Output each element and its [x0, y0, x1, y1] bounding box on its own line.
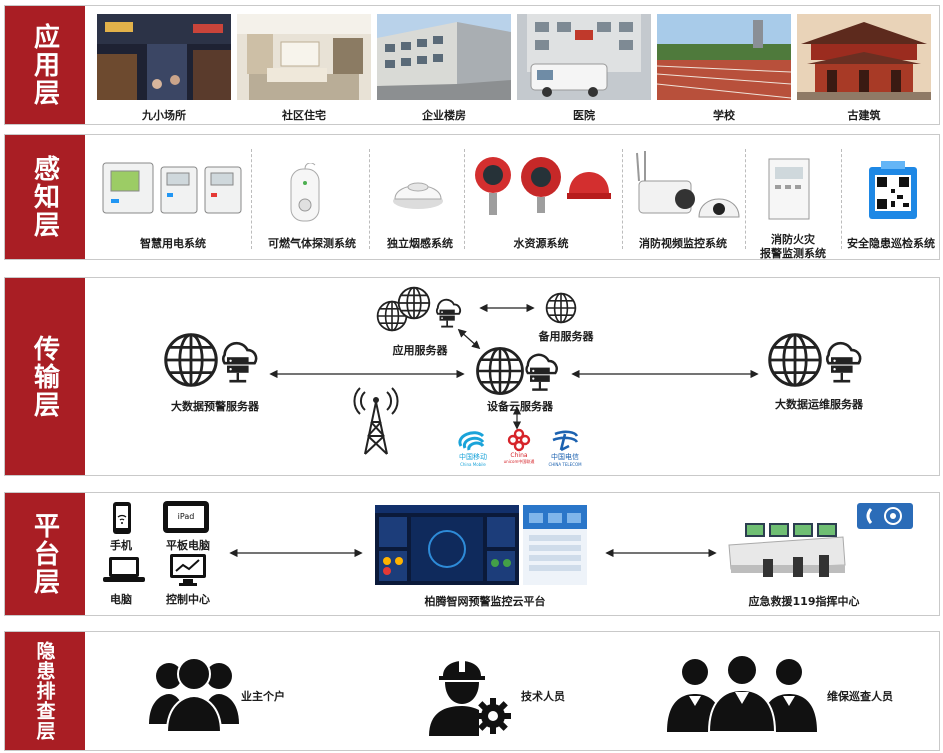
app-screenshot	[523, 505, 587, 585]
water-sensor-icon	[471, 149, 611, 219]
perception-layer-label: 感知层	[5, 135, 85, 259]
bigdata-warning-server-label: 大数据预警服务器	[171, 400, 259, 413]
backup-server-label: 备用服务器	[538, 330, 594, 343]
owner-group-icon	[149, 657, 239, 733]
server-icon	[519, 350, 563, 394]
transmission-layer: 传输层 应用服务器 备用服务器 大数据预警服务器 设备云服务器 大数据运维服务器	[4, 277, 940, 476]
gas-detector-icon	[285, 163, 325, 223]
command-center-photo	[723, 515, 849, 585]
hospital-photo	[517, 14, 651, 100]
server-icon	[819, 338, 867, 386]
china-mobile-logo: 中国移动 China Mobile	[453, 428, 493, 470]
platform-connections	[229, 548, 717, 558]
maintenance-staff-icon	[667, 654, 817, 732]
divider	[841, 149, 842, 249]
application-item-label: 九小场所	[142, 109, 186, 122]
living-room-photo	[237, 14, 371, 100]
transmission-connections	[269, 303, 759, 430]
perception-item-label: 可燃气体探测系统	[268, 237, 356, 250]
market-street-photo	[97, 14, 231, 100]
globe-icon	[545, 292, 577, 324]
platform-layer: 平台层 手机 iPad 平板电脑 电脑 控制中心	[4, 492, 940, 616]
qr-code-icon	[867, 161, 919, 221]
carrier-subtitle: unicom中国联通	[503, 459, 535, 464]
inspection-group-label: 技术人员	[521, 690, 565, 703]
cloud-platform-label: 柏腾智网预警监控云平台	[424, 595, 546, 608]
tablet-label: 平板电脑	[166, 539, 210, 552]
office-building-photo	[377, 14, 511, 100]
perception-item-label: 消防火灾	[771, 233, 815, 246]
perception-item-label: 智慧用电系统	[140, 237, 206, 250]
platform-layer-label: 平台层	[5, 493, 85, 615]
application-layer-label: 应用层	[5, 6, 85, 124]
monitor-chart-icon	[170, 554, 206, 586]
command-center-label: 应急救援119指挥中心	[748, 595, 860, 608]
divider	[464, 149, 465, 249]
bigdata-ops-server-label: 大数据运维服务器	[775, 398, 863, 411]
server-icon	[431, 296, 465, 330]
server-icon	[215, 338, 263, 386]
inspection-layer-label: 隐患排查层	[5, 632, 85, 750]
perception-layer: 感知层 智慧用电系统 可燃气体探测系统 独立烟感系统	[4, 134, 940, 260]
dashboard-screenshot	[375, 505, 519, 585]
application-item-label: 企业楼房	[422, 109, 466, 122]
perception-item-label: 水资源系统	[513, 237, 569, 250]
inspection-group-label: 业主个户	[241, 690, 285, 703]
transmission-layer-label: 传输层	[5, 278, 85, 475]
technician-icon	[429, 658, 511, 736]
inspection-layer: 隐患排查层 业主个户 技术人员	[4, 631, 940, 751]
globe-icon	[163, 332, 219, 388]
perception-item-label: 消防视频监控系统	[639, 237, 727, 250]
divider	[622, 149, 623, 249]
divider	[369, 149, 370, 249]
ipad-text: iPad	[168, 506, 204, 528]
carrier-subtitle: China Mobile	[460, 462, 486, 467]
carrier-subtitle: CHINA TELECOM	[548, 462, 582, 467]
device-cloud-server-label: 设备云服务器	[487, 400, 553, 413]
tablet-icon: iPad	[163, 501, 209, 533]
phone-label: 手机	[110, 539, 132, 552]
smart-power-meter-icon	[101, 159, 245, 219]
perception-item-label: 安全隐患巡检系统	[847, 237, 935, 250]
cctv-camera-icon	[627, 147, 747, 227]
computer-label: 电脑	[110, 593, 132, 606]
divider	[745, 149, 746, 249]
perception-item-label: 独立烟感系统	[387, 237, 453, 250]
divider	[251, 149, 252, 249]
fire-alarm-panel-icon	[767, 157, 811, 221]
application-item-label: 社区住宅	[282, 109, 326, 122]
smoke-detector-icon	[391, 175, 445, 211]
phone-icon	[113, 502, 131, 534]
school-track-photo	[657, 14, 791, 100]
app-server-label: 应用服务器	[392, 344, 448, 357]
signal-tower-icon	[353, 387, 399, 455]
globe-icon	[767, 332, 823, 388]
china-unicom-logo: China unicom中国联通	[499, 428, 539, 470]
globe-icon	[475, 346, 525, 396]
inspection-group-label: 维保巡查人员	[827, 690, 893, 703]
application-layer: 应用层 九小场所 社区住宅 企业楼房	[4, 5, 940, 125]
application-item-label: 学校	[713, 109, 735, 122]
control-center-label: 控制中心	[166, 593, 210, 606]
application-item-label: 古建筑	[847, 109, 881, 122]
laptop-icon	[103, 557, 145, 582]
ancient-building-photo	[797, 14, 931, 100]
carrier-name: China	[510, 452, 528, 459]
carrier-name: 中国电信	[551, 453, 579, 461]
globe-icon	[397, 286, 431, 320]
perception-item-label: 报警监测系统	[760, 247, 826, 260]
application-item-label: 医院	[573, 109, 595, 122]
china-telecom-logo: 中国电信 CHINA TELECOM	[545, 428, 585, 470]
phone-call-icon	[857, 503, 913, 529]
carrier-name: 中国移动	[459, 453, 487, 461]
